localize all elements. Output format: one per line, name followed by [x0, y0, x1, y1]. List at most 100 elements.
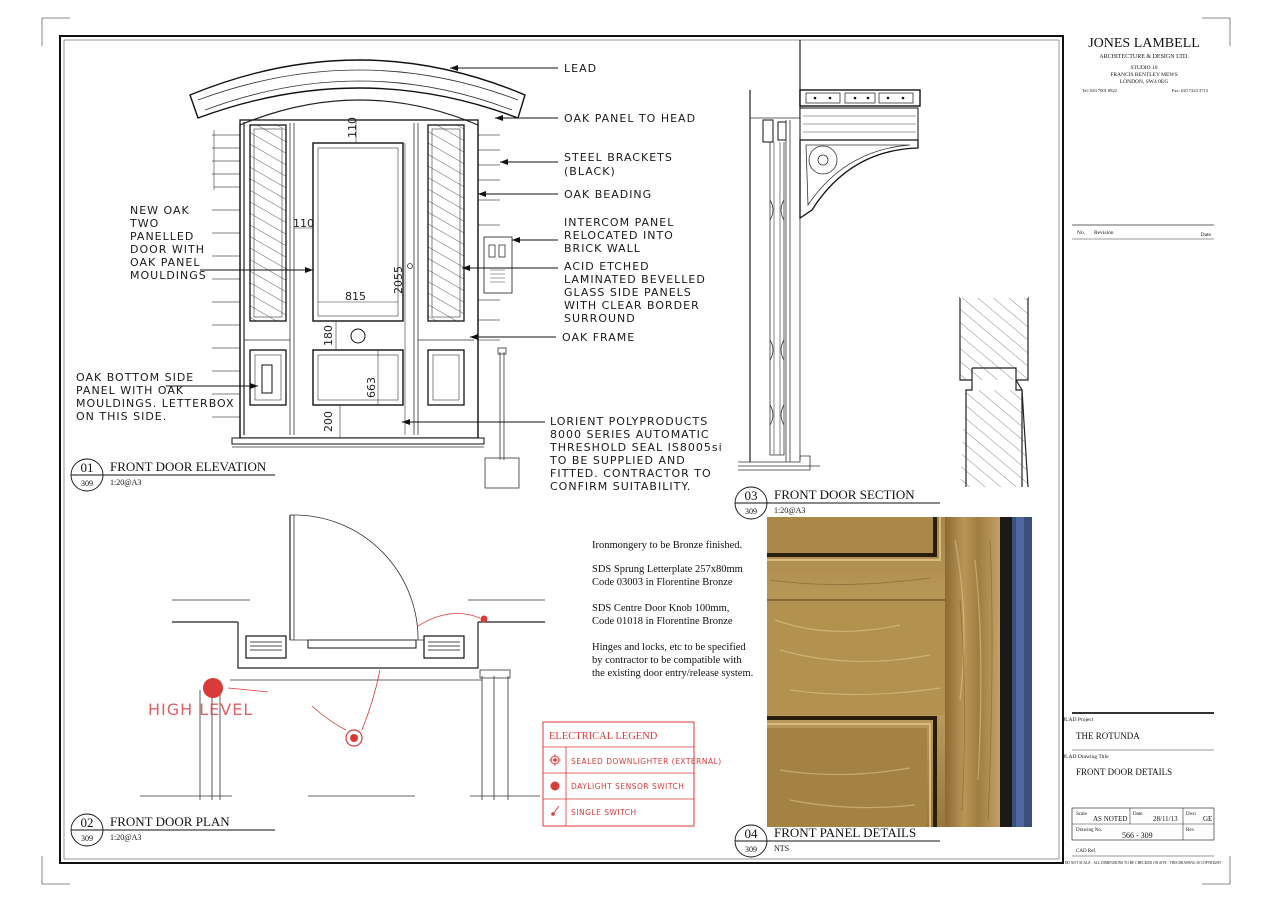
dim-110-side: 110 [293, 217, 314, 230]
svg-text:FRONT PANEL DETAILS: FRONT PANEL DETAILS [774, 825, 916, 840]
project-name: THE ROTUNDA [1076, 731, 1140, 741]
cad-ref-label: CAD Ref. [1076, 849, 1096, 854]
legend-item-switch: SINGLE SWITCH [571, 808, 637, 817]
front-door-elevation: 110 815 110 2055 180 663 200 [70, 59, 723, 493]
note-oak-bottom-2: PANEL WITH OAK [76, 384, 184, 397]
note-lorient-4: TO BE SUPPLIED AND [549, 454, 686, 467]
drawing-border [59, 35, 1064, 864]
svg-text:309: 309 [81, 834, 93, 843]
note-acid-3: GLASS SIDE PANELS [564, 286, 692, 299]
note-oak-bottom-3: MOULDINGS. LETTERBOX [76, 397, 235, 410]
note-acid-1: ACID ETCHED [564, 260, 650, 273]
address-line-2: FRANCIS BENTLEY MEWS [1110, 72, 1177, 78]
legend-item-sensor: DAYLIGHT SENSOR SWITCH [571, 782, 684, 791]
svg-text:NTS: NTS [774, 844, 789, 853]
drawing-number: 566 - 309 [1122, 831, 1153, 840]
revision-field-label: Rev. [1186, 828, 1195, 833]
svg-text:01: 01 [81, 460, 94, 475]
note-lorient-1: LORIENT POLYPRODUCTS [550, 415, 708, 428]
title-block: JONES LAMBELL ARCHITECTURE & DESIGN LTD.… [1063, 36, 1222, 865]
dim-815: 815 [345, 290, 366, 303]
note-oak-frame: OAK FRAME [562, 331, 635, 344]
svg-text:1:20@A3: 1:20@A3 [110, 833, 141, 842]
date-value: 28/11/13 [1153, 815, 1178, 823]
drawing-no-label: Drawing No. [1076, 828, 1102, 833]
high-level-label: HIGH LEVEL [148, 700, 253, 719]
fax: Fax: 020 7223 3713 [1172, 88, 1209, 93]
ironmongery-notes: Ironmongery to be Bronze finished. SDS S… [592, 540, 753, 679]
svg-text:03: 03 [745, 488, 758, 503]
note-intercom-2: RELOCATED INTO [564, 229, 674, 242]
dim-200: 200 [322, 411, 335, 432]
note-oak-beading: OAK BEADING [564, 188, 652, 201]
svg-text:Code 01018 in Florentine Bronz: Code 01018 in Florentine Bronze [592, 616, 733, 627]
note-acid-5: SURROUND [564, 312, 636, 325]
front-door-plan: HIGH LEVEL 02 309 FRONT DOOR PLAN 1:20@A… [70, 514, 545, 847]
note-lorient-2: 8000 SERIES AUTOMATIC [550, 428, 710, 441]
note-intercom-1: INTERCOM PANEL [564, 216, 674, 229]
note-lorient-3: THRESHOLD SEAL IS8005si [549, 441, 723, 454]
dim-180: 180 [322, 325, 335, 346]
svg-text:04: 04 [745, 826, 759, 841]
electrical-legend: ELECTRICAL LEGEND SEALED DOWNLIGHTER (EX… [542, 721, 721, 827]
note-new-oak-5: OAK PANEL [130, 256, 200, 269]
svg-text:Ironmongery to be Bronze finis: Ironmongery to be Bronze finished. [592, 540, 742, 551]
svg-text:309: 309 [81, 479, 93, 488]
date-label: Date [1133, 812, 1143, 817]
view-title-04: 04 309 FRONT PANEL DETAILS NTS [734, 824, 940, 858]
firm-name: JONES LAMBELL [1088, 36, 1200, 51]
svg-text:02: 02 [81, 815, 94, 830]
drawing-title: FRONT DOOR DETAILS [1076, 767, 1172, 777]
note-lorient-5: FITTED. CONTRACTOR TO [550, 467, 712, 480]
note-acid-4: WITH CLEAR BORDER [564, 299, 700, 312]
svg-text:309: 309 [745, 845, 757, 854]
dim-110-top: 110 [346, 117, 359, 138]
dim-663: 663 [365, 377, 378, 398]
legend-title: ELECTRICAL LEGEND [549, 731, 658, 742]
title-block-footer: DO NOT SCALE · ALL DIMENSIONS TO BE CHEC… [1065, 861, 1222, 865]
note-oak-panel-head: OAK PANEL TO HEAD [564, 112, 696, 125]
svg-text:Code 03003 in Florentine Bronz: Code 03003 in Florentine Bronze [592, 577, 733, 588]
address-line-3: LONDON, SW4 0EG [1120, 79, 1168, 85]
svg-text:SDS Centre Door Knob 100mm,: SDS Centre Door Knob 100mm, [592, 603, 729, 614]
note-oak-bottom-4: ON THIS SIDE. [76, 410, 167, 423]
drawing-title-label: JLAD Drawing Title [1063, 754, 1109, 760]
address-line-1: STUDIO 10 [1130, 65, 1157, 71]
revision-date-label: Date [1201, 232, 1212, 238]
svg-text:Hinges and locks, etc to be sp: Hinges and locks, etc to be specified [592, 642, 746, 653]
svg-text:by contractor to be compatible: by contractor to be compatible with [592, 655, 742, 666]
drawn-value: GE [1203, 815, 1212, 823]
crop-marks [41, 17, 1231, 885]
note-new-oak-3: PANELLED [130, 230, 194, 243]
svg-text:SDS Sprung Letterplate 257x80m: SDS Sprung Letterplate 257x80mm [592, 564, 743, 575]
svg-text:FRONT DOOR PLAN: FRONT DOOR PLAN [110, 814, 230, 829]
note-lorient-6: CONFIRM SUITABILITY. [550, 480, 691, 493]
note-lead: LEAD [564, 62, 597, 75]
telephone: Tel: 020 7001 0822 [1082, 88, 1117, 93]
scale-value: AS NOTED [1093, 815, 1127, 823]
front-door-section: 03 309 FRONT DOOR SECTION 1:20@A3 [734, 40, 1029, 520]
revision-label: Revision [1094, 230, 1114, 236]
legend-switch-icon [551, 805, 560, 816]
svg-text:FRONT DOOR ELEVATION: FRONT DOOR ELEVATION [110, 459, 267, 474]
legend-downlighter-icon [549, 754, 561, 766]
note-steel-brackets-2: (BLACK) [564, 165, 616, 178]
svg-text:1:20@A3: 1:20@A3 [110, 478, 141, 487]
dim-2055: 2055 [392, 266, 405, 294]
legend-sensor-icon [550, 781, 560, 791]
note-new-oak-2: TWO [129, 217, 159, 230]
project-label: JLAD Project [1063, 717, 1094, 723]
note-new-oak-6: MOULDINGS [130, 269, 207, 282]
note-acid-2: LAMINATED BEVELLED [564, 273, 706, 286]
svg-text:FRONT DOOR SECTION: FRONT DOOR SECTION [774, 487, 915, 502]
svg-text:309: 309 [745, 507, 757, 516]
front-panel-photo: 04 309 FRONT PANEL DETAILS NTS [734, 517, 1032, 858]
svg-text:the existing door entry/releas: the existing door entry/release system. [592, 668, 753, 679]
view-title-03: 03 309 FRONT DOOR SECTION 1:20@A3 [734, 486, 940, 520]
view-title-01: 01 309 FRONT DOOR ELEVATION 1:20@A3 [70, 458, 275, 492]
firm-subtitle: ARCHITECTURE & DESIGN LTD. [1099, 54, 1189, 60]
note-steel-brackets-1: STEEL BRACKETS [564, 151, 673, 164]
note-oak-bottom-1: OAK BOTTOM SIDE [76, 371, 194, 384]
svg-text:1:20@A3: 1:20@A3 [774, 506, 805, 515]
